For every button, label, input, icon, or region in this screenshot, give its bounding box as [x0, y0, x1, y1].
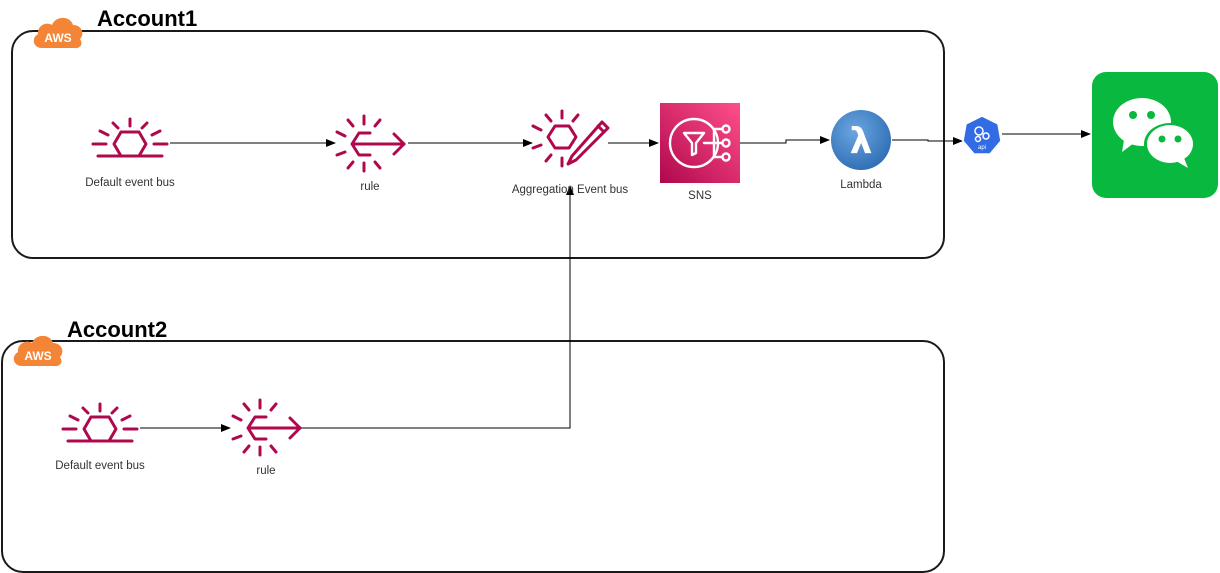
acc1-rule-label: rule: [360, 181, 380, 193]
sns-label: SNS: [688, 190, 712, 202]
eventbridge-rule-icon[interactable]: [230, 397, 306, 457]
svg-text:λ: λ: [850, 121, 873, 162]
api-gateway-icon[interactable]: api: [962, 115, 1002, 155]
eventbridge-custom-bus-icon[interactable]: [530, 108, 610, 172]
lambda-icon[interactable]: λ: [830, 109, 892, 171]
api-label: api: [978, 145, 986, 151]
aws-cloud-icon: AWS: [13, 335, 63, 367]
aggregation-bus-label: Aggregation Event bus: [511, 184, 629, 196]
account1-title: Account1: [97, 6, 198, 31]
account2-title: Account2: [67, 317, 168, 342]
aws-cloud-label: AWS: [44, 31, 71, 45]
eventbridge-event-bus-icon[interactable]: [60, 400, 140, 456]
sns-icon[interactable]: [660, 103, 740, 183]
account2-container: [1, 340, 945, 573]
lambda-label: Lambda: [840, 179, 882, 191]
wechat-icon[interactable]: [1092, 72, 1218, 198]
acc2-event-bus-label: Default event bus: [55, 460, 145, 472]
acc1-event-bus-label: Default event bus: [85, 177, 175, 189]
eventbridge-event-bus-icon[interactable]: [90, 115, 170, 171]
eventbridge-rule-icon[interactable]: [334, 113, 410, 173]
aws-cloud-label: AWS: [24, 349, 51, 363]
acc2-rule-label: rule: [256, 465, 276, 477]
aws-cloud-icon: AWS: [33, 17, 83, 49]
